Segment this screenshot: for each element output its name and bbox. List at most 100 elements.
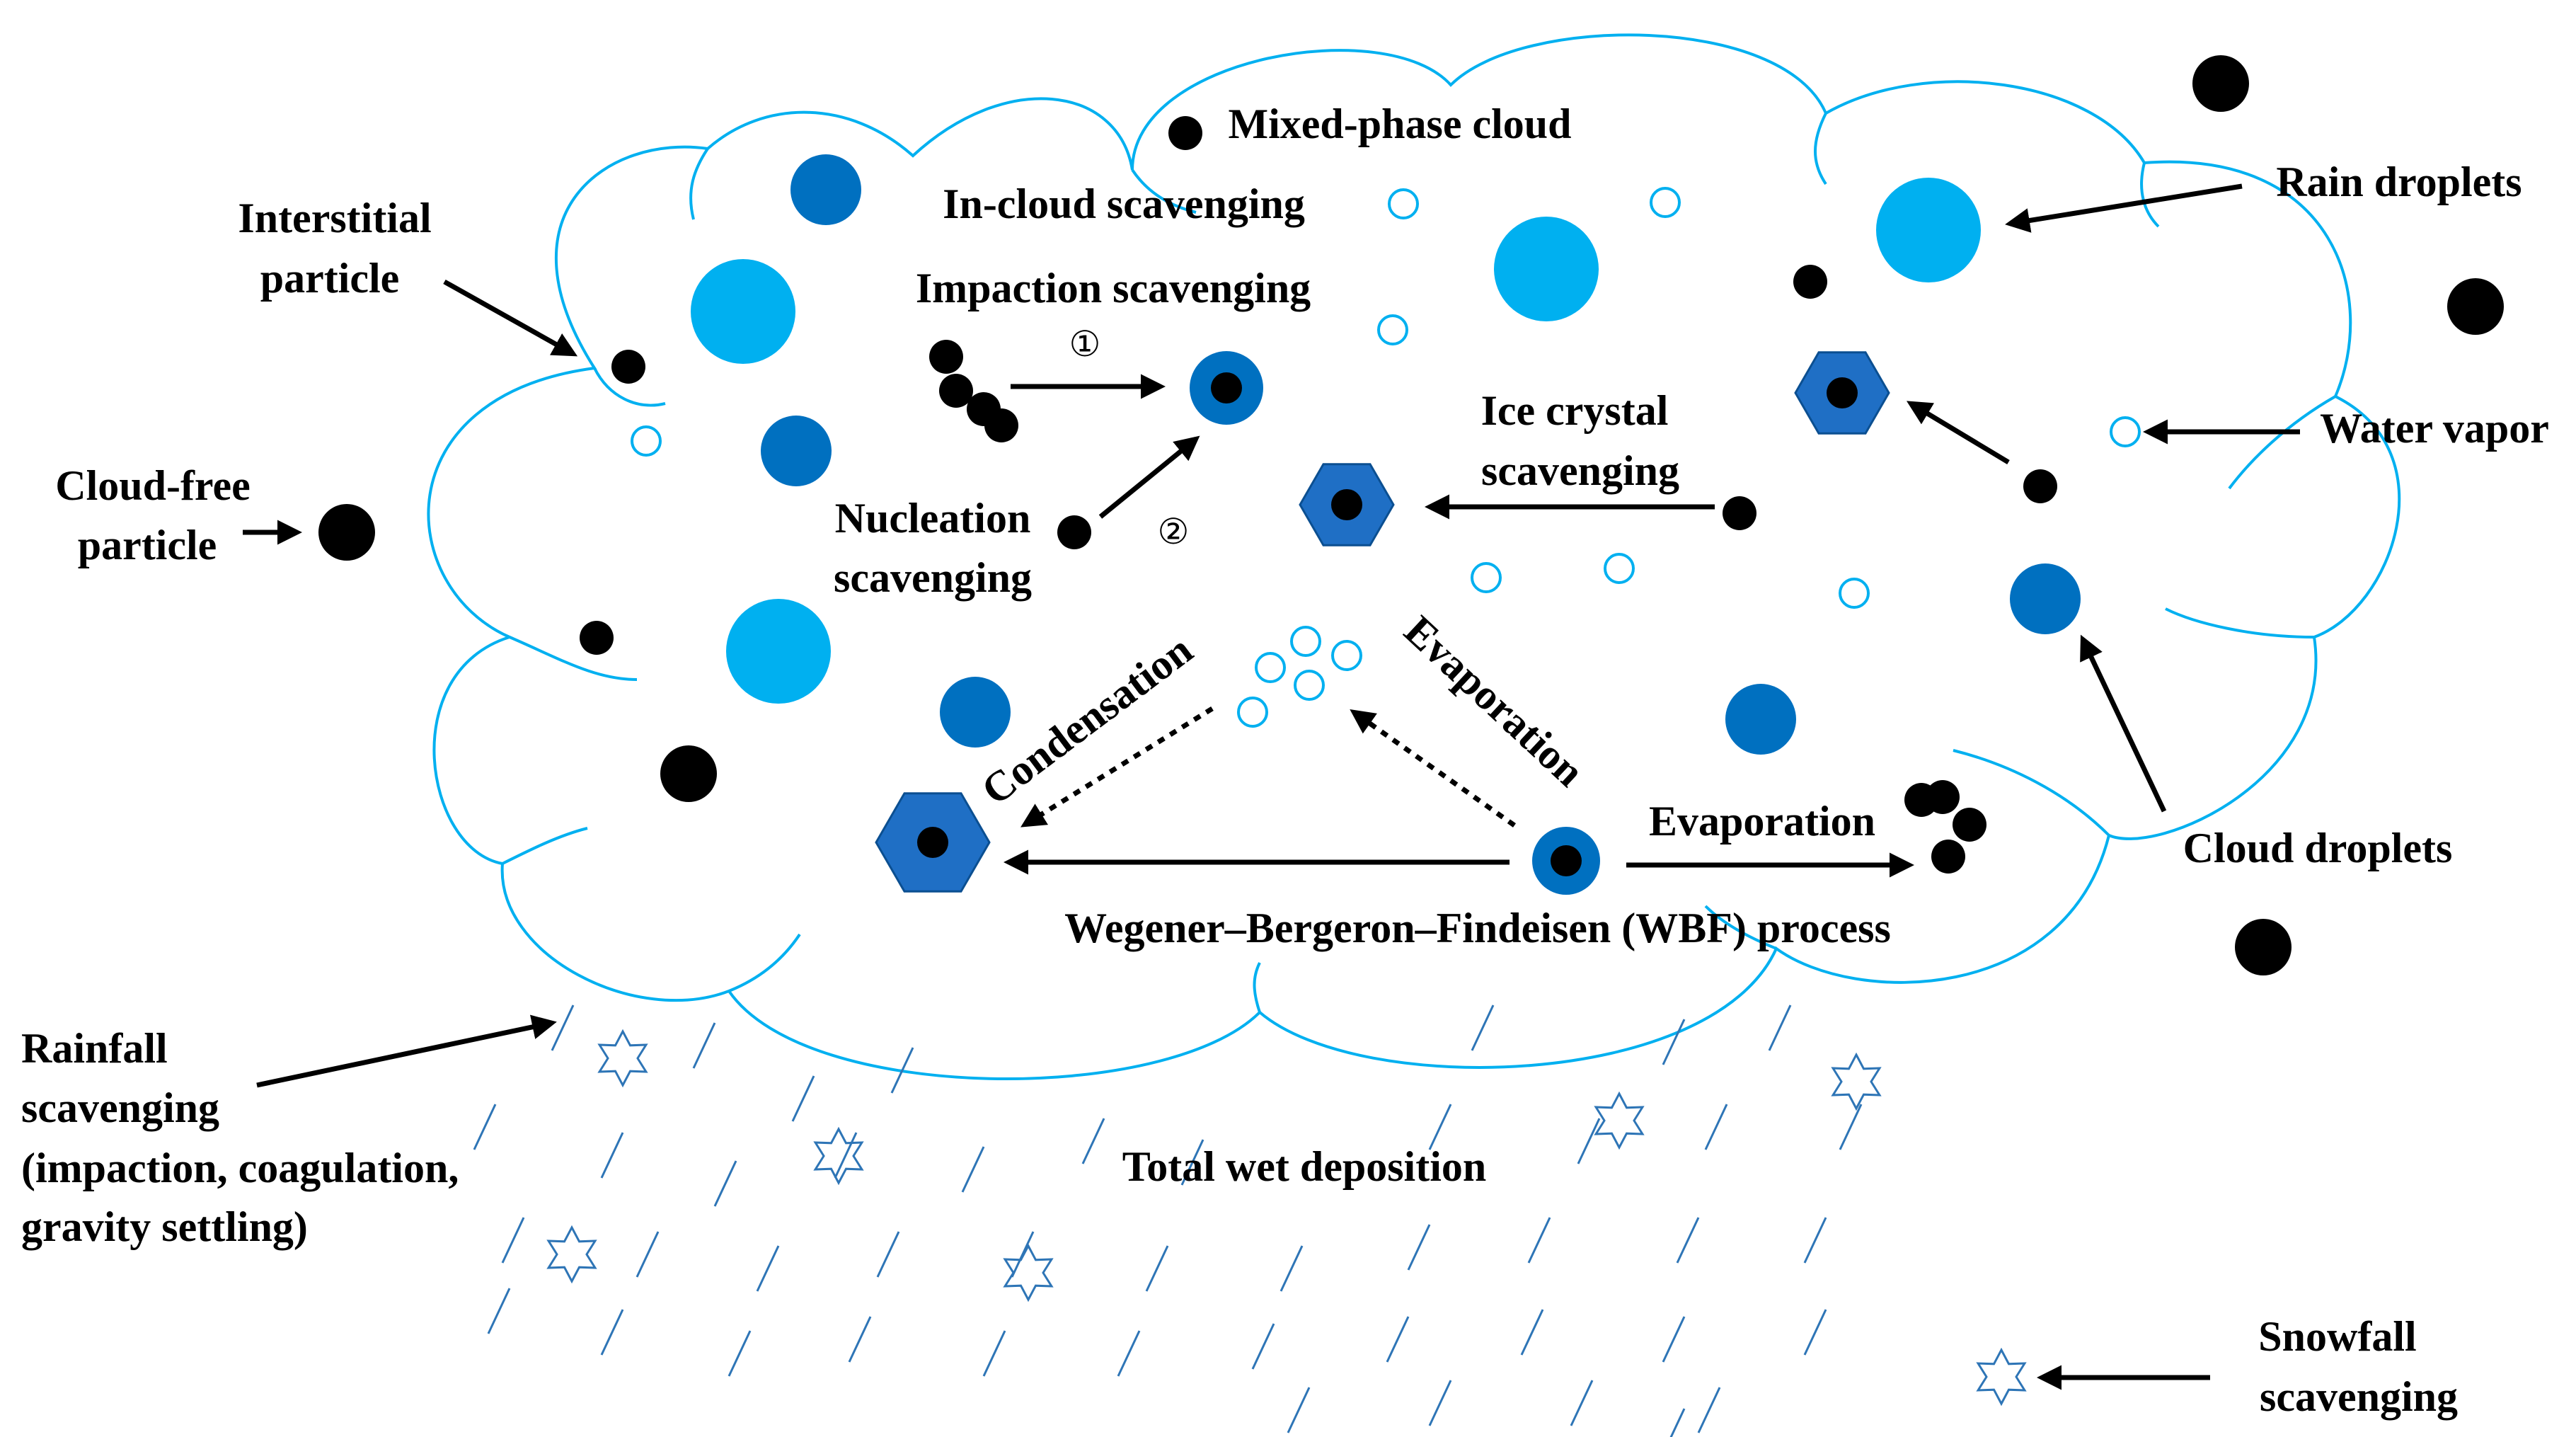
- aerosol-particle-icon: [929, 340, 963, 374]
- ice-crystal: [875, 792, 991, 893]
- rain-streak: [1669, 1408, 1686, 1437]
- mixed-phase-cloud-label: Mixed-phase cloud: [1228, 101, 1571, 147]
- water-vapor-icon: [1839, 578, 1870, 609]
- water-vapor-icon: [1290, 626, 1321, 657]
- rain-streak: [1676, 1217, 1700, 1264]
- rainfall-arrow: [256, 1014, 557, 1088]
- aerosol-particle-icon: [917, 827, 948, 858]
- snowflake-icon: [1003, 1243, 1054, 1303]
- arrows-group: [243, 183, 2300, 1390]
- water-vapor-icon: [1237, 697, 1268, 728]
- ice-crystal-label-line1: Ice crystal: [1481, 387, 1669, 434]
- cloud-droplets-group: [761, 154, 2081, 755]
- rain-streak: [961, 1146, 985, 1193]
- aerosol-particle-icon: [2447, 278, 2504, 335]
- water-vapor-icon: [1331, 640, 1362, 671]
- aerosol-particles-group: [318, 55, 2504, 975]
- interstitial-label-line1: Interstitial: [238, 195, 431, 241]
- aerosol-particle-icon: [1926, 780, 1960, 814]
- water-vapor-icon: [1604, 553, 1635, 584]
- rain-streak: [487, 1288, 511, 1334]
- water-vapor-icon: [631, 425, 662, 457]
- aerosol-particle-icon: [939, 374, 973, 408]
- rain-streak: [1839, 1104, 1863, 1150]
- evaporation-diagonal-arrow: [1350, 709, 1517, 828]
- water-vapor-icon: [1471, 562, 1502, 593]
- rain-streak: [1471, 1004, 1495, 1051]
- rainfall-label-line1: Rainfall: [21, 1025, 168, 1072]
- rain-streak: [1280, 1245, 1304, 1292]
- snowfall-label-line2: scavenging: [2260, 1373, 2458, 1420]
- aerosol-particle-icon: [2023, 469, 2057, 503]
- aerosol-particle-icon: [1723, 496, 1756, 530]
- aerosol-particle-icon: [1953, 808, 1986, 842]
- rain-streak: [1520, 1309, 1544, 1356]
- cloud-free-label-line2: particle: [78, 522, 217, 568]
- wbf-process-label: Wegener–Bergeron–Findeisen (WBF) process: [1064, 905, 1891, 951]
- impaction-scavenging-label: Impaction scavenging: [916, 265, 1311, 311]
- cloud-droplet-icon: [761, 416, 832, 486]
- water-vapor-icon: [1255, 652, 1286, 683]
- rain-streak: [876, 1231, 900, 1278]
- rain-droplets-label: Rain droplets: [2276, 159, 2522, 205]
- activated-droplet: [1190, 351, 1263, 425]
- nucleation-label-line2: scavenging: [834, 554, 1032, 601]
- cloud-droplets-arrow: [2080, 634, 2167, 813]
- cloud-outline: [427, 33, 2401, 1081]
- rain-streak: [1577, 1118, 1601, 1164]
- rain-streak: [1704, 1104, 1728, 1150]
- step-1-marker: ①: [1069, 324, 1101, 365]
- snowflake-icon: [1831, 1052, 1882, 1111]
- water-vapor-icon: [1294, 670, 1325, 701]
- interstitial-label-line2: particle: [260, 255, 400, 302]
- rain-streak: [1662, 1316, 1686, 1363]
- rain-streak: [636, 1231, 660, 1278]
- snowfall-label-line1: Snowfall: [2258, 1313, 2416, 1360]
- ice-crystal: [1299, 463, 1395, 546]
- cloud-droplet-icon: [790, 154, 861, 225]
- rain-streak: [713, 1160, 737, 1207]
- rain-droplet-icon: [726, 599, 831, 704]
- aerosol-particle-icon: [1551, 845, 1582, 876]
- snowflake-icon: [1594, 1091, 1645, 1150]
- aerosol-particle-icon: [1827, 377, 1858, 408]
- aerosol-particle-icon: [580, 621, 614, 655]
- rain-droplets-arrow: [2005, 183, 2243, 233]
- rain-streak: [1768, 1004, 1792, 1051]
- rain-streak: [1527, 1217, 1551, 1264]
- water-vapor-icon: [2110, 416, 2141, 447]
- evaporation-right-label: Evaporation: [1649, 798, 1875, 845]
- water-vapor-icon: [1377, 314, 1408, 345]
- rainfall-label-line2: scavenging: [21, 1084, 219, 1131]
- rain-streaks: [473, 1004, 1863, 1437]
- ice-crystal: [1794, 351, 1890, 435]
- interstitial-arrow: [443, 279, 578, 357]
- particle-to-ice-arrow: [1907, 401, 2010, 464]
- step-2-marker: ②: [1158, 511, 1190, 552]
- water-vapor-group: [631, 187, 2141, 728]
- cloud-droplet-icon: [940, 677, 1011, 748]
- rainfall-label-line3: (impaction, coagulation,: [21, 1145, 459, 1191]
- rain-streak: [1117, 1330, 1141, 1377]
- rain-streak: [692, 1022, 716, 1069]
- aerosol-particle-icon: [611, 350, 645, 384]
- labels-group: Mixed-phase cloud In-cloud scavenging Im…: [21, 101, 2549, 1420]
- nucleation-arrow: [1098, 435, 1200, 519]
- rainfall-label-line4: gravity settling): [21, 1203, 308, 1250]
- snowflake-icon: [1976, 1347, 2027, 1407]
- in-cloud-scavenging-label: In-cloud scavenging: [943, 181, 1305, 227]
- rain-streak: [1287, 1387, 1311, 1433]
- rain-droplets-group: [691, 178, 1981, 704]
- rain-streak: [1386, 1316, 1410, 1363]
- rain-streak: [890, 1047, 914, 1094]
- aerosol-particle-icon: [660, 745, 717, 802]
- water-vapor-label: Water vapor: [2320, 405, 2549, 452]
- rain-streak: [791, 1075, 815, 1122]
- rain-streak: [1145, 1245, 1169, 1292]
- rain-streak: [600, 1132, 624, 1179]
- rain-streak: [848, 1316, 872, 1363]
- rain-streak: [501, 1217, 525, 1264]
- rain-streak: [1081, 1118, 1105, 1164]
- rain-streak: [834, 1132, 858, 1179]
